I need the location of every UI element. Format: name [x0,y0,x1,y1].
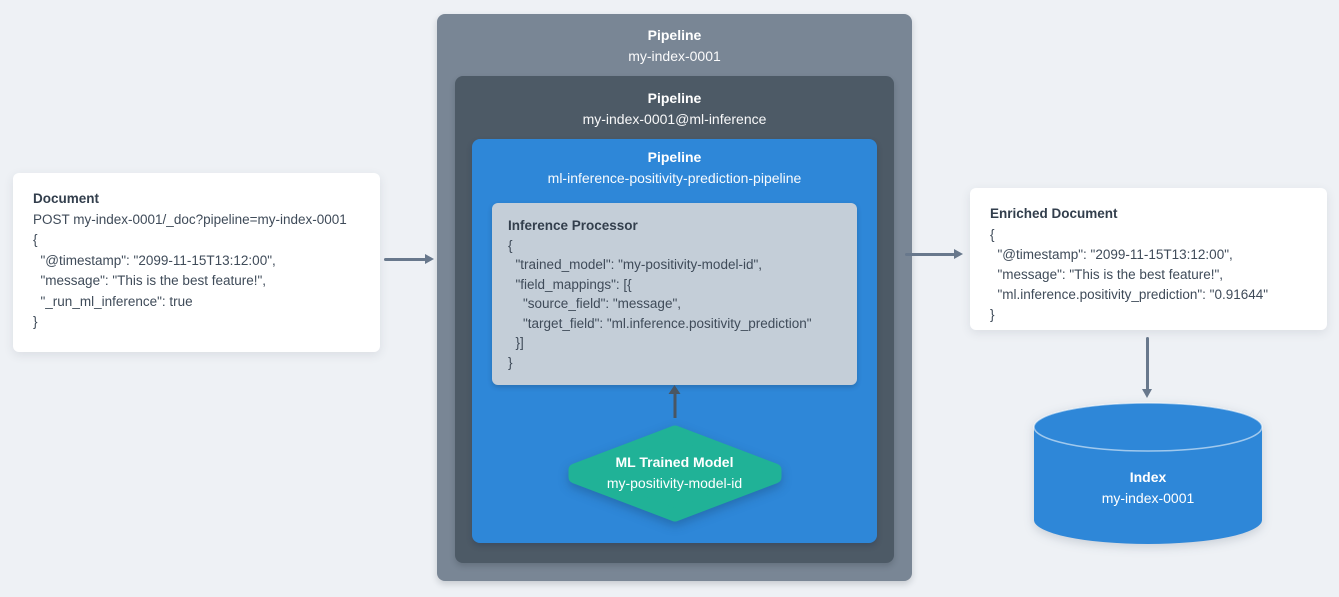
hexagon-icon [568,425,781,522]
index-cylinder: Index my-index-0001 [1033,402,1263,545]
pipeline-title: Pipeline [647,27,702,43]
arrow-up-icon [668,385,681,418]
enriched-document-card: Enriched Document { "@timestamp": "2099-… [970,188,1327,330]
inference-processor-card: Inference Processor { "trained_model": "… [492,203,857,385]
index-title: Index [1129,469,1167,485]
pipeline-outer-header: Pipeline my-index-0001 [437,14,912,67]
document-card: Document POST my-index-0001/_doc?pipelin… [13,173,380,352]
index-labels: Index my-index-0001 [1033,402,1263,545]
pipeline-ml-inference-header: Pipeline my-index-0001@ml-inference [455,76,894,130]
index-name: my-index-0001 [1101,490,1195,506]
document-code: POST my-index-0001/_doc?pipeline=my-inde… [33,211,347,330]
inference-processor-code: { "trained_model": "my-positivity-model-… [508,237,812,370]
pipeline-name: ml-inference-positivity-prediction-pipel… [547,170,802,186]
document-title: Document [33,191,100,206]
ml-trained-model-hexagon: ML Trained Model my-positivity-model-id [564,425,786,522]
pipeline-box-ml-inference: Pipeline my-index-0001@ml-inference Pipe… [455,76,894,563]
enriched-document-code: { "@timestamp": "2099-11-15T13:12:00", "… [990,226,1269,322]
inference-processor-title: Inference Processor [508,218,638,233]
arrow-right-icon [384,254,434,263]
ml-trained-model-labels: ML Trained Model my-positivity-model-id [564,425,786,522]
database-cylinder-icon [1033,402,1263,544]
pipeline-title: Pipeline [647,149,702,165]
pipeline-ml-prediction-header: Pipeline ml-inference-positivity-predict… [472,139,877,189]
arrow-down-icon [1142,337,1151,398]
enriched-document-title: Enriched Document [990,206,1118,221]
pipeline-title: Pipeline [647,90,702,106]
ml-trained-model-title: ML Trained Model [615,454,734,470]
ml-trained-model-name: my-positivity-model-id [606,475,743,491]
pipeline-box-ml-prediction: Pipeline ml-inference-positivity-predict… [472,139,877,543]
pipeline-name: my-index-0001@ml-inference [582,111,767,127]
arrow-right-icon [905,249,963,258]
pipeline-box-outer: Pipeline my-index-0001 Pipeline my-index… [437,14,912,581]
pipeline-name: my-index-0001 [628,48,721,64]
